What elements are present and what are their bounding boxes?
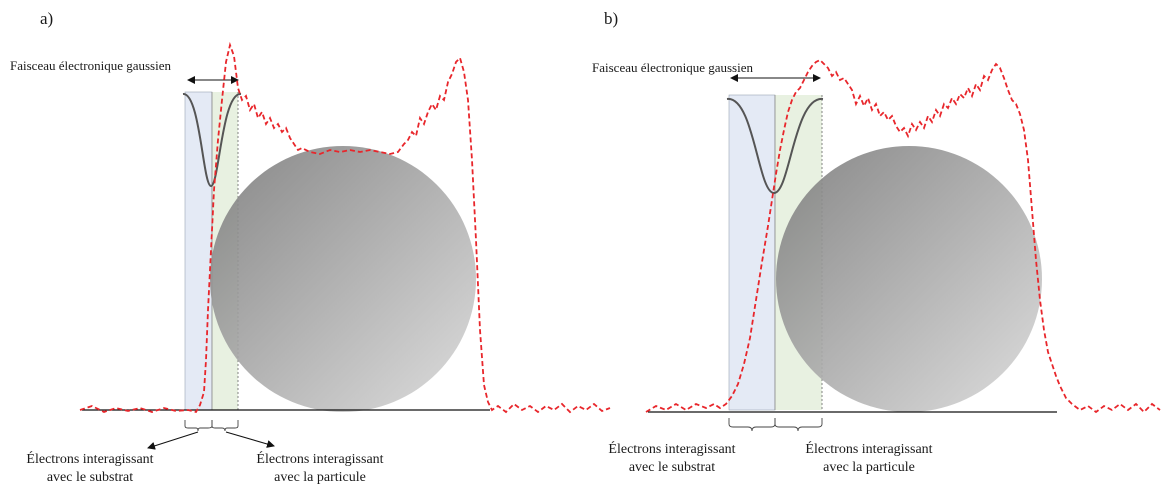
panel-b-particle-label-line2: avec la particule: [823, 460, 915, 475]
panel-b: b) Faisceau électronique gaussien Électr…: [592, 9, 1161, 475]
panel-a-gaussian-beam: [182, 92, 242, 188]
panel-a-substrate-bracket: [184, 420, 213, 432]
panel-a-substrate-label-line1: Électrons interagissant: [26, 450, 153, 467]
panel-b-gaussian-beam: [726, 97, 824, 195]
panel-b-particle-label-line1: Électrons interagissant: [805, 440, 932, 457]
panel-a-substrate-label-line2: avec le substrat: [47, 470, 133, 484]
panel-b-particle: [776, 146, 1042, 412]
panel-a-particle: [210, 146, 476, 412]
panel-a-particle-bracket: [211, 420, 239, 432]
panel-a-substrate-arrow: [147, 431, 199, 450]
panel-a-signal-profile: [79, 41, 611, 414]
panel-b-label: b): [604, 9, 618, 28]
panel-a-particle-arrow: [225, 431, 275, 448]
panel-a: a) Faisceau électronique gaussien Électr…: [10, 9, 611, 485]
panel-b-substrate-label-line2: avec le substrat: [629, 460, 715, 475]
panel-b-substrate-zone: [728, 94, 776, 411]
panel-b-particle-bracket: [774, 418, 823, 432]
panel-a-particle-label-line1: Électrons interagissant: [256, 450, 383, 467]
panel-b-signal-profile: [645, 58, 1161, 414]
panel-a-particle-label-line2: avec la particule: [274, 470, 366, 484]
panel-b-beam-label: Faisceau électronique gaussien: [592, 60, 753, 75]
panel-b-substrate-label-line1: Électrons interagissant: [608, 440, 735, 457]
panel-a-beam-label: Faisceau électronique gaussien: [10, 58, 171, 73]
panel-b-substrate-bracket: [728, 418, 776, 432]
panel-a-label: a): [40, 9, 53, 28]
panel-a-substrate-zone: [184, 91, 213, 411]
